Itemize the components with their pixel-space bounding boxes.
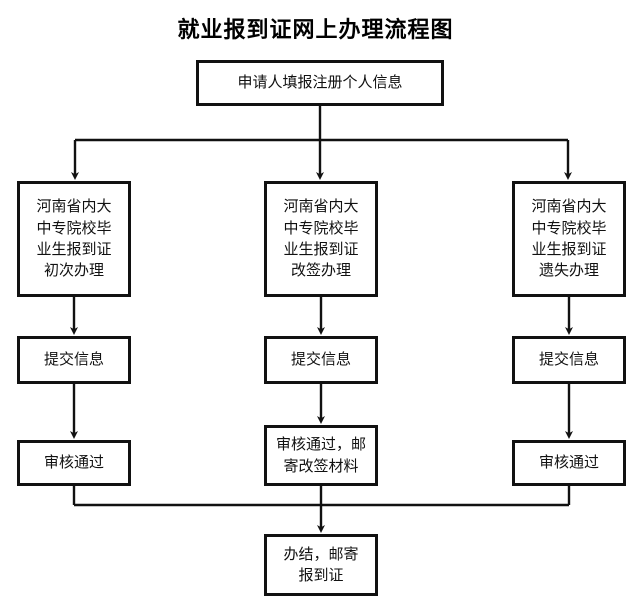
node-start[interactable]: 申请人填报注册个人信息: [196, 60, 444, 106]
node-submit-info-middle[interactable]: 提交信息: [264, 336, 378, 384]
node-branch-lost-replacement[interactable]: 河南省内大 中专院校毕 业生报到证 遗失办理: [512, 181, 626, 297]
node-branch-change-registration[interactable]: 河南省内大 中专院校毕 业生报到证 改签办理: [264, 181, 378, 297]
page-title: 就业报到证网上办理流程图: [177, 17, 454, 43]
node-submit-info-left[interactable]: 提交信息: [17, 336, 131, 384]
node-approved-mail-materials-middle[interactable]: 审核通过，邮 寄改签材料: [264, 425, 378, 486]
node-branch-first-issue[interactable]: 河南省内大 中专院校毕 业生报到证 初次办理: [17, 181, 131, 297]
node-submit-info-right[interactable]: 提交信息: [512, 336, 626, 384]
node-approved-left[interactable]: 审核通过: [17, 440, 131, 486]
node-approved-right[interactable]: 审核通过: [512, 440, 626, 486]
node-completed-mail-certificate[interactable]: 办结，邮寄 报到证: [264, 534, 378, 596]
